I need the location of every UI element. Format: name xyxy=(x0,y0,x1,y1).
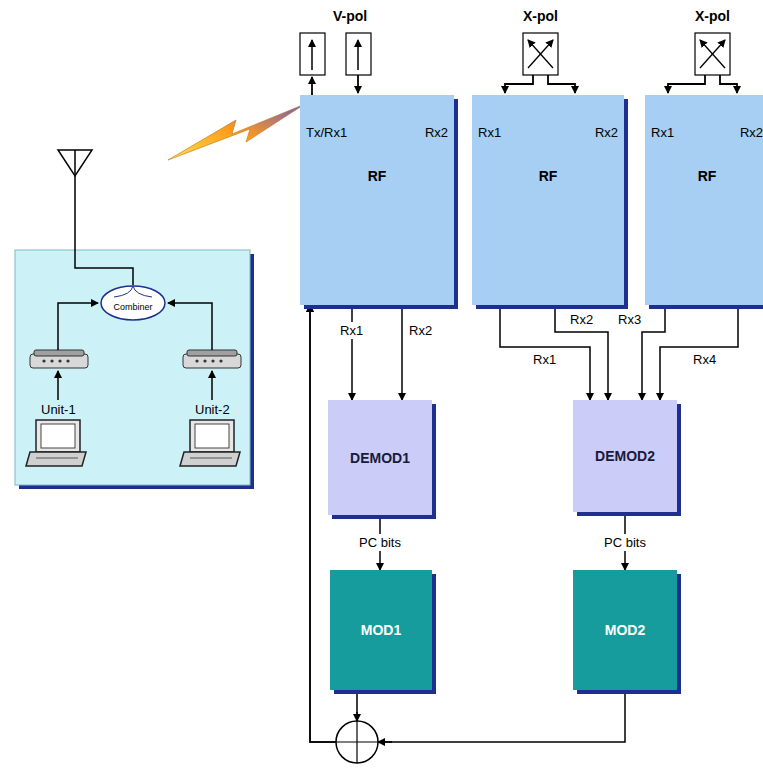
modem-link xyxy=(58,303,98,350)
unit-title: RF xyxy=(645,168,763,184)
port-line xyxy=(311,77,313,95)
modem-link xyxy=(168,303,212,350)
modulator-box: MOD1 xyxy=(330,570,432,690)
box-title: DEMOD2 xyxy=(595,448,655,464)
laptop-icon xyxy=(26,420,86,466)
polarisation-label: V-pol xyxy=(333,8,367,24)
box-title: DEMOD1 xyxy=(350,450,410,466)
port-line xyxy=(357,75,359,93)
polarisation-arrow xyxy=(357,40,359,70)
polarisation-arrow xyxy=(528,40,553,68)
polarisation-arrow xyxy=(528,40,553,68)
junction-input xyxy=(378,741,392,743)
port-line xyxy=(720,75,737,93)
user-panel xyxy=(15,250,250,485)
polarisation-arrow xyxy=(700,40,725,68)
port-label: Rx2 xyxy=(595,125,618,140)
port-line xyxy=(505,75,533,93)
unit-link xyxy=(211,371,213,400)
signal-connector xyxy=(660,305,738,400)
port-row: Rx1 Rx2 xyxy=(645,95,763,140)
demodulator-box: DEMOD2 xyxy=(573,400,677,512)
unit-label: Unit-1 xyxy=(41,402,76,417)
polarisation-arrow xyxy=(700,40,725,68)
unit-label: Unit-2 xyxy=(195,402,230,417)
antenna-element xyxy=(523,33,558,75)
junction-input xyxy=(356,712,358,721)
laptop-icon xyxy=(180,420,240,466)
polarisation-label: X-pol xyxy=(695,8,730,24)
signal-label: Rx1 xyxy=(533,352,556,367)
modulator-box: MOD2 xyxy=(573,570,677,690)
port-line xyxy=(548,75,575,93)
port-line xyxy=(668,75,705,93)
unit-link xyxy=(57,371,59,400)
signal-label: PC bits xyxy=(602,534,648,551)
adder-circle xyxy=(336,721,378,763)
signal-label: Rx3 xyxy=(618,312,641,327)
port-row: Tx/Rx1 Rx2 xyxy=(300,95,454,140)
signal-label: Rx4 xyxy=(693,352,716,367)
port-row: Rx1 Rx2 xyxy=(472,95,624,140)
combiner-label: Combiner xyxy=(113,302,152,312)
signal-connector xyxy=(642,305,665,400)
radio-link xyxy=(168,104,305,160)
box-title: MOD1 xyxy=(361,622,401,638)
signal-connector xyxy=(555,305,608,400)
unit-title: RF xyxy=(472,168,624,184)
polarisation-label: X-pol xyxy=(523,8,558,24)
combiner: Combiner xyxy=(100,285,166,321)
signal-label: PC bits xyxy=(357,534,403,551)
port-label: Rx1 xyxy=(478,125,501,140)
signal-label: Rx1 xyxy=(338,322,365,339)
unit-title: RF xyxy=(300,168,454,184)
rf-unit: Tx/Rx1 Rx2RF xyxy=(300,95,454,305)
port-label: Rx2 xyxy=(740,125,763,140)
signal-label: Rx2 xyxy=(570,312,593,327)
modem-icon xyxy=(183,350,241,368)
port-label: Rx1 xyxy=(651,125,674,140)
signal-label: Rx2 xyxy=(409,323,432,338)
port-label: Rx2 xyxy=(425,125,448,140)
antenna-element xyxy=(346,33,371,75)
box-title: MOD2 xyxy=(605,622,645,638)
rf-unit: Rx1 Rx2RF xyxy=(472,95,624,305)
polarisation-arrow xyxy=(311,40,313,70)
port-label: Tx/Rx1 xyxy=(306,125,347,140)
modem-icon xyxy=(30,350,88,368)
signal-connector xyxy=(351,305,353,400)
signal-connector xyxy=(401,305,403,400)
rf-unit: Rx1 Rx2RF xyxy=(645,95,763,305)
feed-line xyxy=(75,150,133,285)
antenna-element xyxy=(695,33,730,75)
antenna-element xyxy=(300,33,325,75)
demodulator-box: DEMOD1 xyxy=(328,400,432,515)
adder-plus xyxy=(356,721,357,763)
